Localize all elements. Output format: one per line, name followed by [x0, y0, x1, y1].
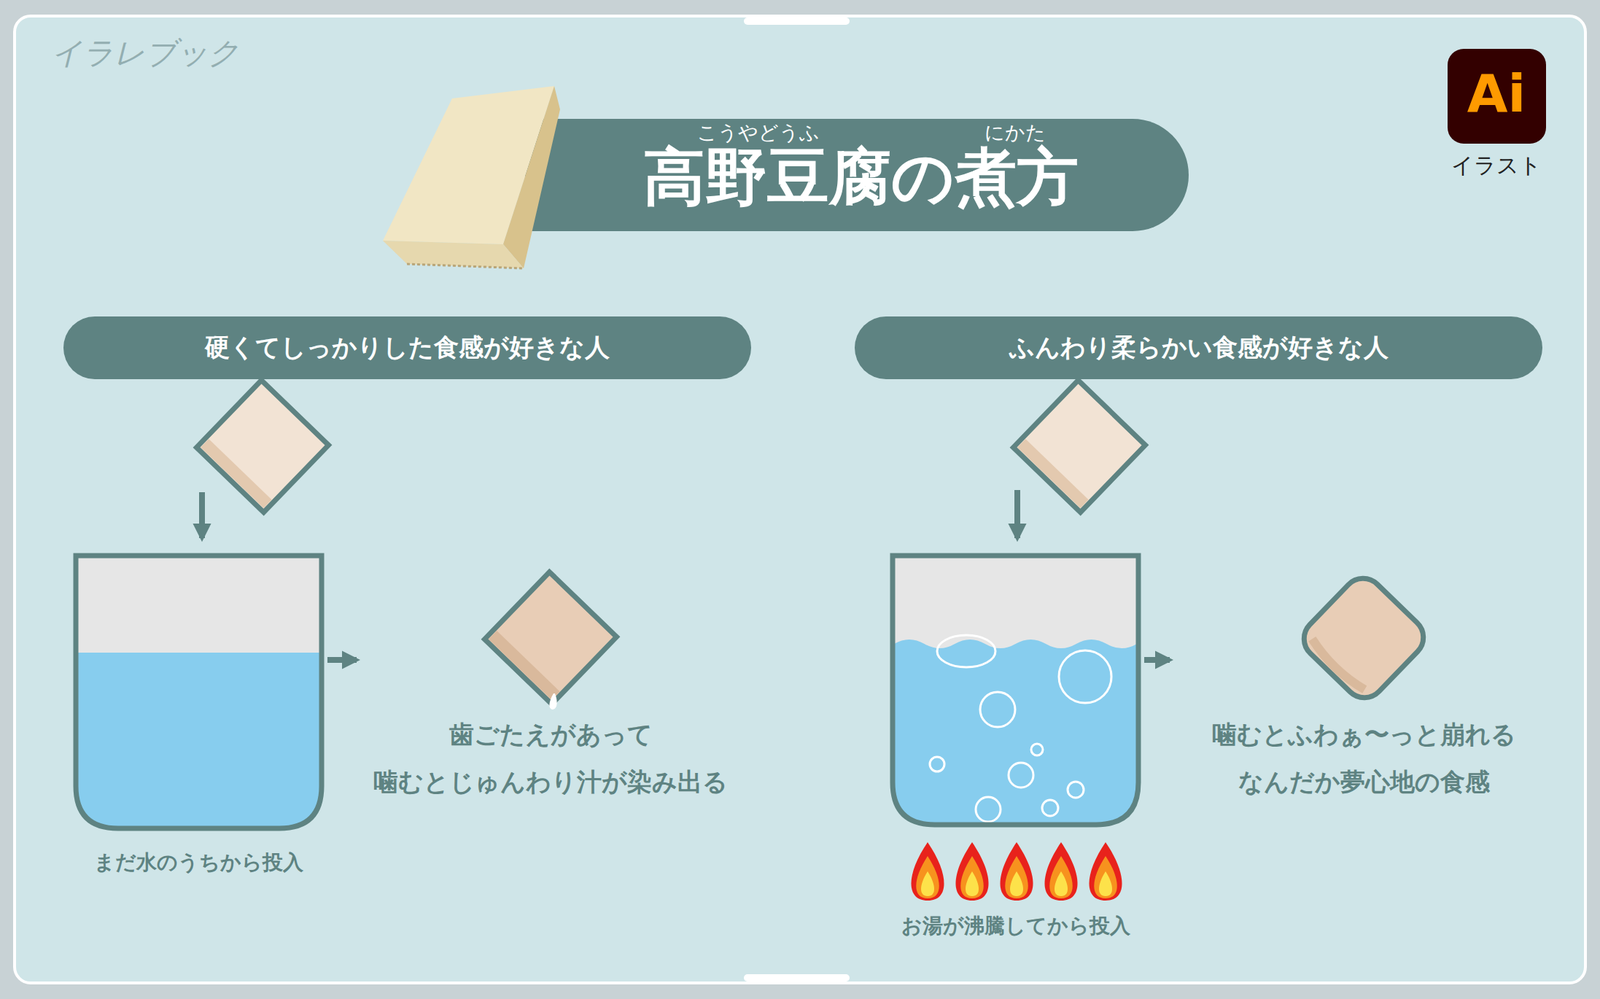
header-band: ふんわり柔らかい食感が好きな人 — [854, 316, 1543, 380]
tofu-result-drawing — [1172, 565, 1555, 712]
flow-arrow — [1144, 657, 1170, 663]
pot-caption: まだ水のうちから投入 — [94, 850, 304, 876]
frame-tab — [743, 17, 850, 25]
header-text: ふんわり柔らかい食感が好きな人 — [1009, 331, 1389, 365]
result-text: 噛むとふわぁ〜っと崩れる なんだか夢心地の食感 — [1172, 711, 1555, 806]
watermark: イラレブック — [51, 37, 240, 69]
result-text: 歯ごたえがあって 噛むとじゅんわり汁が染み出る — [359, 711, 742, 806]
tofu-piece — [196, 380, 329, 513]
pot: お湯が沸騰してから投入 — [889, 552, 1142, 828]
icon-caption: イラスト — [1451, 154, 1542, 177]
header-band: 硬くてしっかりした食感が好きな人 — [63, 316, 752, 380]
title: 高野豆腐の煮方 — [643, 145, 1079, 208]
app-icon-text: Ai — [1467, 67, 1526, 120]
result-box: 噛むとふわぁ〜っと崩れる なんだか夢心地の食感 — [1172, 565, 1555, 806]
pot-caption: お湯が沸騰してから投入 — [901, 913, 1131, 939]
app-icon — [1447, 48, 1547, 144]
tofu-result-drawing — [359, 565, 742, 712]
header-text: 硬くてしっかりした食感が好きな人 — [204, 331, 610, 365]
result-box: 歯ごたえがあって 噛むとじゅんわり汁が染み出る — [359, 565, 742, 806]
down-arrow — [199, 492, 205, 539]
title-band — [525, 118, 1189, 232]
pot: まだ水のうちから投入 — [72, 552, 325, 832]
tofu-piece — [1013, 380, 1146, 513]
flames — [911, 842, 1123, 901]
background-panel — [14, 16, 1586, 984]
frame-tab — [743, 974, 850, 982]
koya-tofu-illustration — [382, 86, 561, 269]
flow-arrow — [327, 657, 357, 663]
ruby-text: こうやどうふ — [697, 122, 820, 143]
pot-drawing — [72, 552, 325, 832]
pot-drawing — [889, 552, 1142, 828]
ruby-text: にかた — [984, 122, 1046, 143]
down-arrow — [1014, 490, 1021, 539]
